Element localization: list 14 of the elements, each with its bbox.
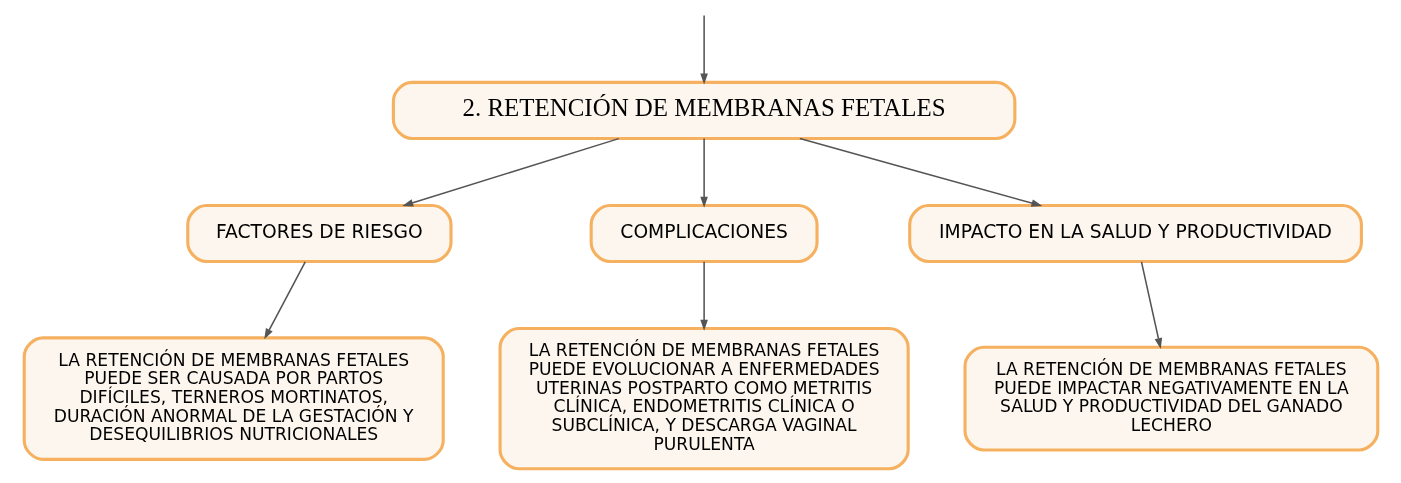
node-box: FACTORES DE RIESGO (185, 203, 453, 264)
arrow (263, 261, 306, 340)
arrow (699, 14, 708, 85)
arrow (798, 137, 1042, 207)
node-box: 2. RETENCIÓN DE MEMBRANAS FETALES (391, 80, 1016, 141)
arrow (401, 137, 619, 207)
node-box: LA RETENCIÓN DE MEMBRANAS FETALES PUEDE IMPACTAR NEGATIVAMENTE EN LA SALUD Y PRODUCTIVIDAD DEL GANADO LECHERO (962, 345, 1379, 452)
node-box: LA RETENCIÓN DE MEMBRANAS FETALES PUEDE EVOLUCIONAR A ENFERMEDADES UTERINAS POSTPARTO COMO METRITIS CLÍNICA, ENDOMETRITIS CLÍNICA O SUBCLÍNICA, Y DESCARGA VAGINAL PURULENTA (498, 326, 910, 471)
node-box: COMPLICACIONES (589, 203, 819, 264)
arrow (699, 137, 708, 208)
node-box: LA RETENCIÓN DE MEMBRANAS FETALES PUEDE SER CAUSADA POR PARTOS DIFÍCILES, TERNEROS MORTINATOS, DURACIÓN ANORMAL DE LA GESTACIÓN Y DESEQUILIBRIOS NUTRICIONALES (22, 336, 445, 461)
node-box: IMPACTO EN LA SALUD Y PRODUCTIVIDAD (907, 203, 1363, 264)
arrow (1140, 261, 1162, 349)
arrow (699, 261, 708, 331)
